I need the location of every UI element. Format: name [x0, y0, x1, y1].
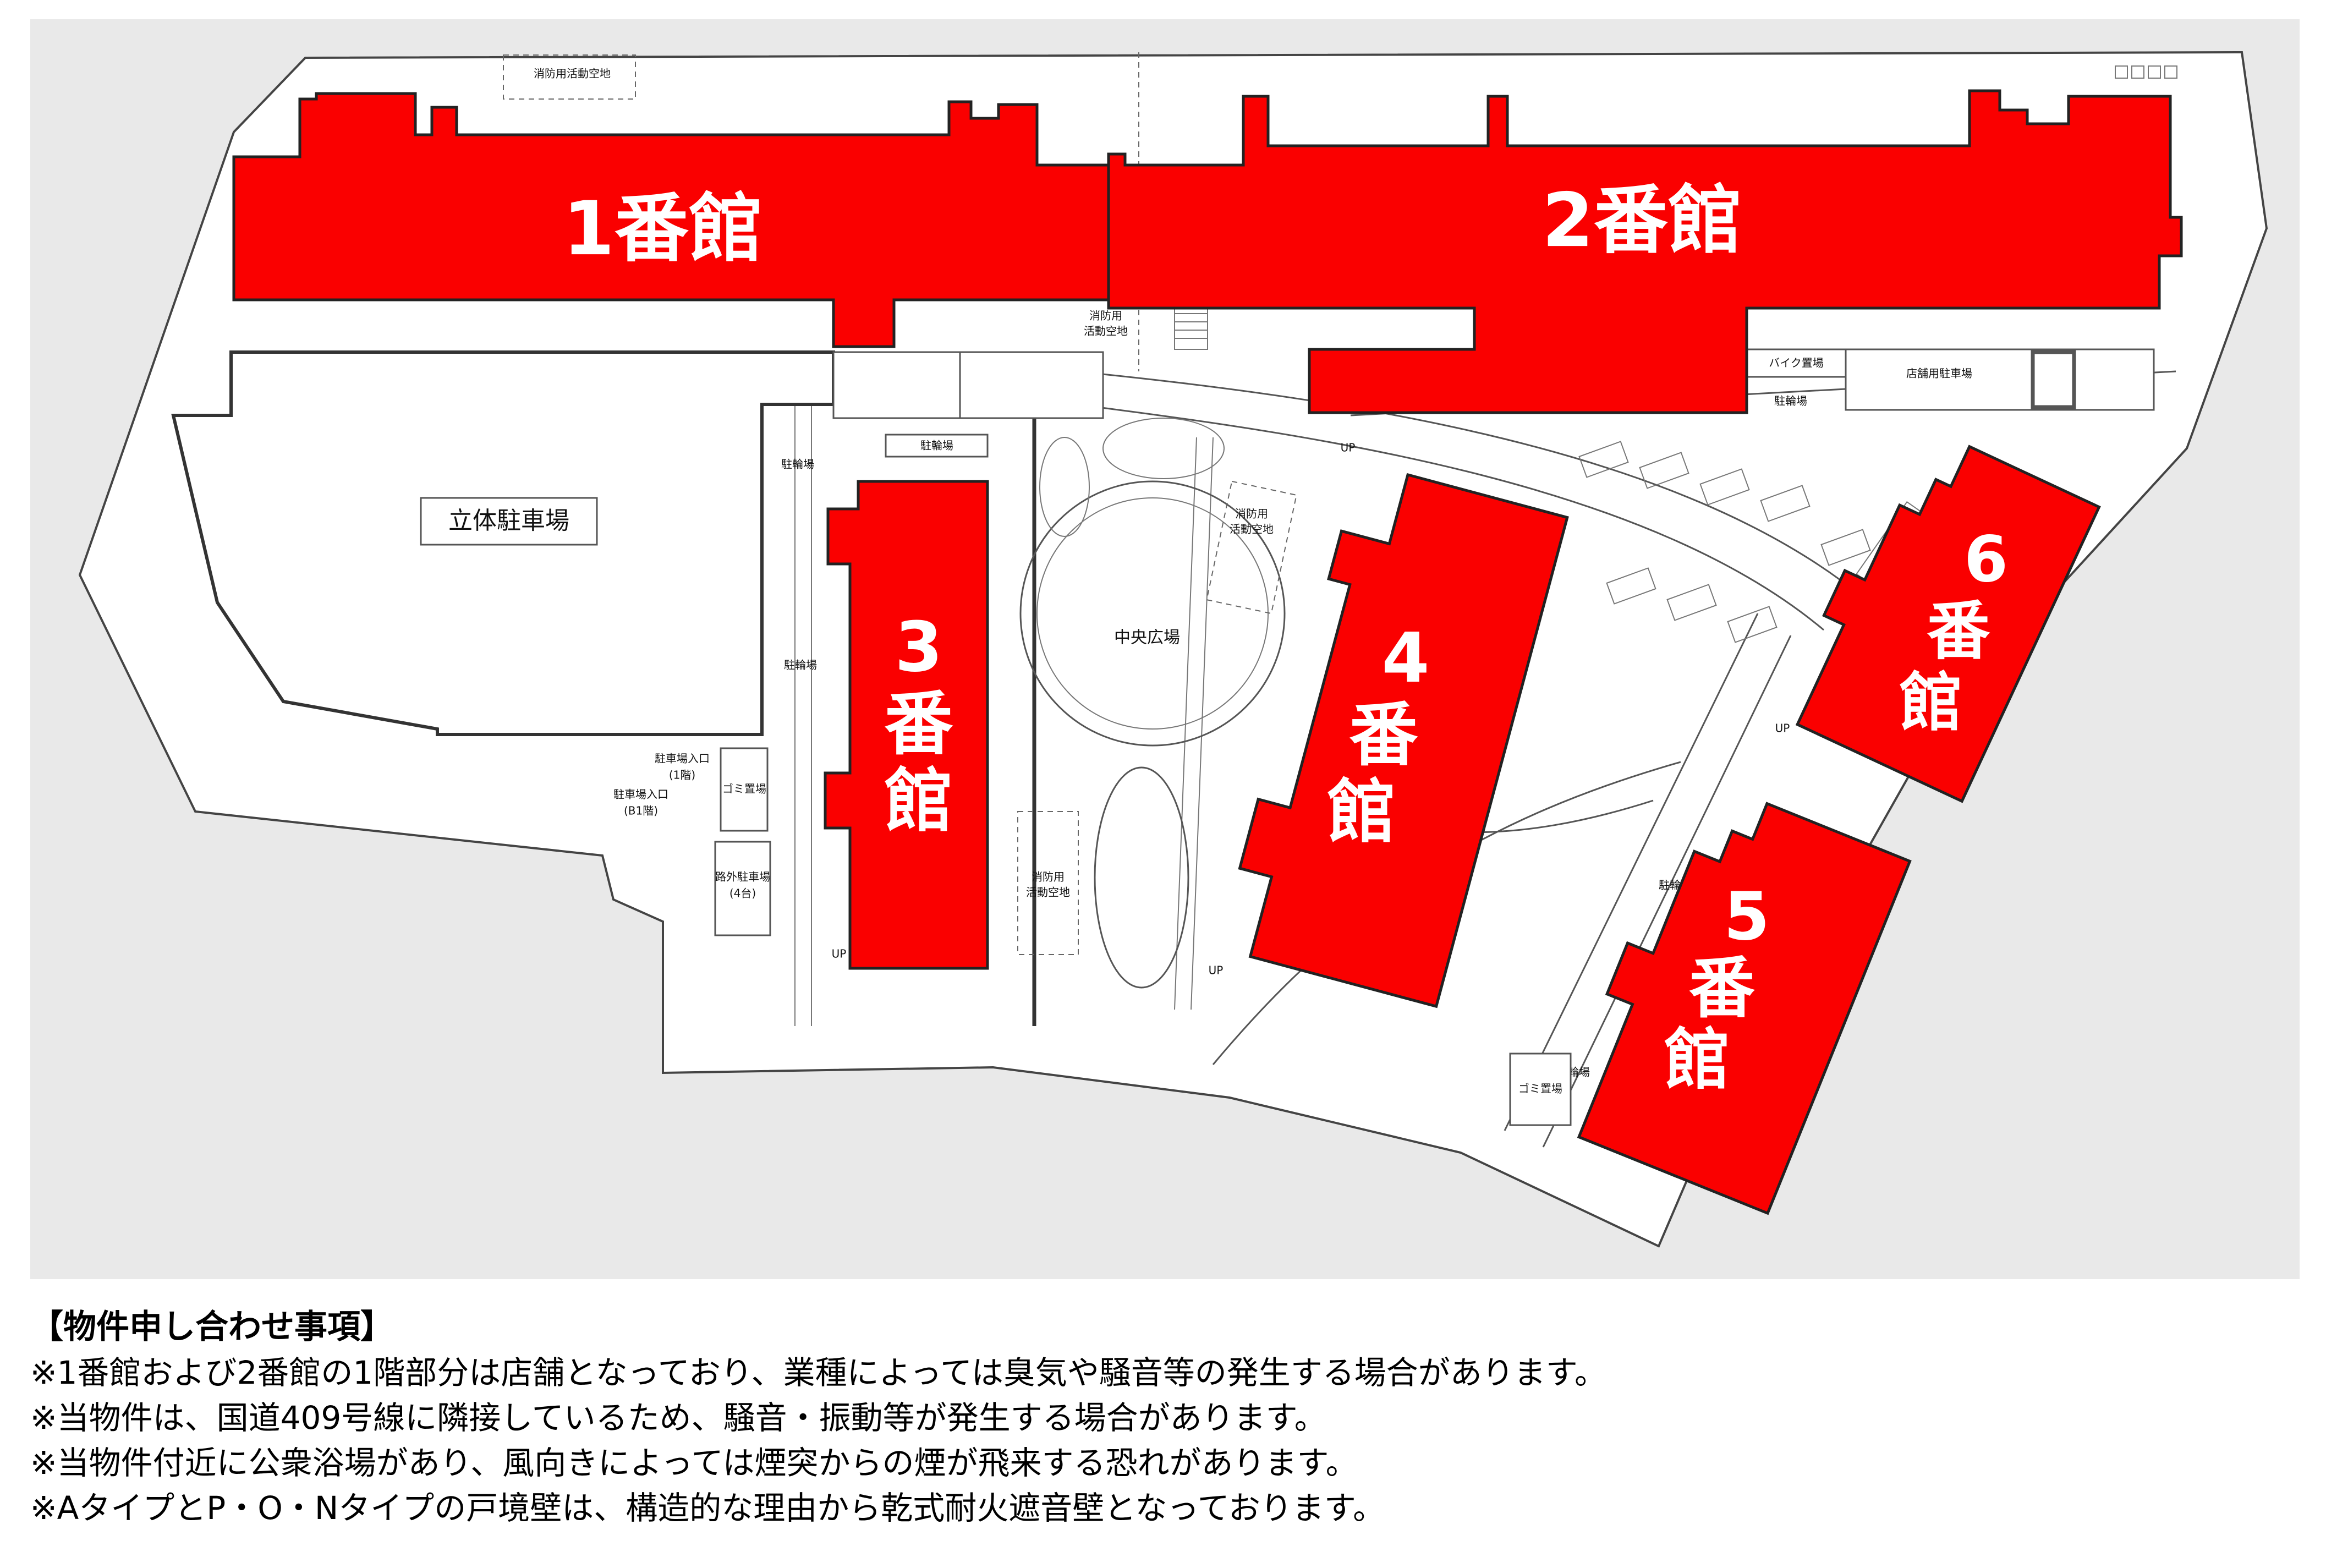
bike-parking-box [1746, 348, 1847, 378]
building-4: 4 番 館 [1238, 473, 1569, 1008]
roadside-parking-line2: (4台) [729, 887, 756, 900]
parking-entrance-1f-line2: (1階) [669, 769, 695, 782]
road-curve [1075, 370, 1863, 598]
building-3-label-line2: 番 [885, 684, 953, 764]
fire-space-plaza-line2: 活動空地 [1230, 523, 1274, 536]
fire-space-top-label: 消防用活動空地 [534, 67, 611, 80]
parking-entrance-1f-line1: 駐車場入口 [655, 752, 710, 765]
shop-box-1 [832, 351, 961, 419]
fire-space-plaza-line1: 消防用 [1235, 507, 1268, 520]
bike-parking-label: バイク置場 [1769, 357, 1824, 370]
notes-heading: 【物件申し合わせ事項】 [30, 1308, 393, 1346]
parking-garage-label: 立体駐車場 [448, 507, 569, 535]
building-1: 1番館 [232, 92, 1110, 348]
store-parking-area [1845, 348, 2155, 411]
building-4-label-line3: 館 [1327, 772, 1396, 852]
note-line-2: ※当物件は、国道409号線に隣接しているため、騒音・振動等が発生する場合がありま… [30, 1399, 1326, 1437]
store-parking-label: 店舗用駐車場 [1906, 367, 1972, 380]
fire-space-plaza-box [1206, 480, 1297, 615]
store-parking-box [2031, 350, 2076, 409]
top-right-markers [2115, 65, 2177, 79]
building-5-label-line2: 番 [1689, 951, 1755, 1027]
site-map: 立体駐車場 中央広場 店舗用駐車場 バイク置場 駐輪場 [78, 51, 2268, 1248]
building-5: 5 番 館 [1577, 802, 1912, 1215]
note-line-3: ※当物件付近に公衆浴場があり、風向きによっては煙突からの煙が飛来する恐れがありま… [30, 1444, 1358, 1482]
central-plaza-label: 中央広場 [1114, 628, 1180, 648]
central-plaza-inner [1036, 497, 1269, 730]
fire-space-lower-box [1017, 811, 1079, 955]
central-plaza-outer [1019, 480, 1286, 747]
bicycle-parking-b2-label: 駐輪場 [1774, 394, 1807, 408]
road-diagonal [1542, 635, 1792, 1148]
fire-space-top-box [503, 54, 636, 100]
notes-section: 【物件申し合わせ事項】 ※1番館および2番館の1階部分は店舗となっており、業種に… [30, 1304, 2286, 1531]
parking-entrance-b1-line1: 駐車場入口 [613, 788, 668, 801]
building-3: 3 番 館 [824, 480, 989, 970]
walkway-mid-2 [1191, 437, 1214, 1010]
building-3-label-line1: 3 [895, 607, 943, 687]
building-6-label-line3: 館 [1899, 666, 1962, 740]
fire-space-lower-line1: 消防用 [1032, 870, 1065, 884]
walkway-mid [1174, 437, 1197, 1010]
building-2-label: 2番館 [1542, 177, 1742, 264]
bicycle-parking-b3-top-label: 駐輪場 [920, 439, 953, 452]
note-line-1: ※1番館および2番館の1階部分は店舗となっており、業種によっては臭気や騒音等の発… [30, 1354, 1607, 1391]
up-marker-1: UP [1341, 441, 1356, 454]
roadside-parking-line1: 路外駐車場 [715, 870, 770, 884]
building-2: 2番館 [1107, 89, 2183, 414]
building-6-label-line2: 番 [1927, 595, 1990, 668]
up-marker-2: UP [832, 947, 847, 961]
parking-garage-label-box [420, 497, 598, 546]
building-4-label-line2: 番 [1349, 695, 1418, 775]
fire-space-lower-line2: 活動空地 [1026, 886, 1070, 899]
bicycle-parking-left-1-label: 駐輪場 [781, 458, 814, 471]
building-4-label-line1: 4 [1382, 618, 1430, 698]
note-line-4: ※AタイプとP・O・Nタイプの戸境壁は、構造的な理由から乾式耐火遮音壁となってお… [30, 1489, 1385, 1527]
plaza-garden-left [1039, 437, 1090, 537]
building-1-label: 1番館 [563, 185, 763, 272]
garbage-area-right-box [1509, 1052, 1572, 1126]
plaza-ellipse [1094, 766, 1189, 989]
building-5-label-line3: 館 [1664, 1022, 1730, 1099]
garbage-area-left-label: ゴミ置場 [722, 782, 766, 796]
building-6-label-line1: 6 [1964, 523, 2008, 597]
parking-entrance-b1-line2: (B1階) [624, 804, 658, 818]
garbage-area-right-label: ゴミ置場 [1518, 1082, 1562, 1095]
garbage-area-left-box [720, 747, 769, 832]
shop-box-2 [959, 351, 1104, 419]
bicycle-parking-left-2-label: 駐輪場 [784, 659, 817, 672]
roadside-parking-box [714, 841, 771, 936]
building-5-label-line1: 5 [1724, 879, 1770, 956]
up-marker-3: UP [1209, 964, 1224, 977]
site-map-panel: 立体駐車場 中央広場 店舗用駐車場 バイク置場 駐輪場 [30, 19, 2300, 1279]
fire-space-mid-line2: 活動空地 [1084, 325, 1128, 338]
up-marker-4: UP [1775, 722, 1790, 735]
bicycle-parking-b3-top-box [885, 434, 989, 458]
fire-space-mid-line1: 消防用 [1089, 309, 1122, 322]
road-diagonal-2 [1504, 613, 1759, 1131]
road-curve-inner [1075, 403, 1824, 631]
plaza-pond-top [1102, 418, 1225, 479]
building-3-label-line3: 館 [885, 761, 953, 841]
building-6: 6 番 館 [1795, 445, 2101, 803]
